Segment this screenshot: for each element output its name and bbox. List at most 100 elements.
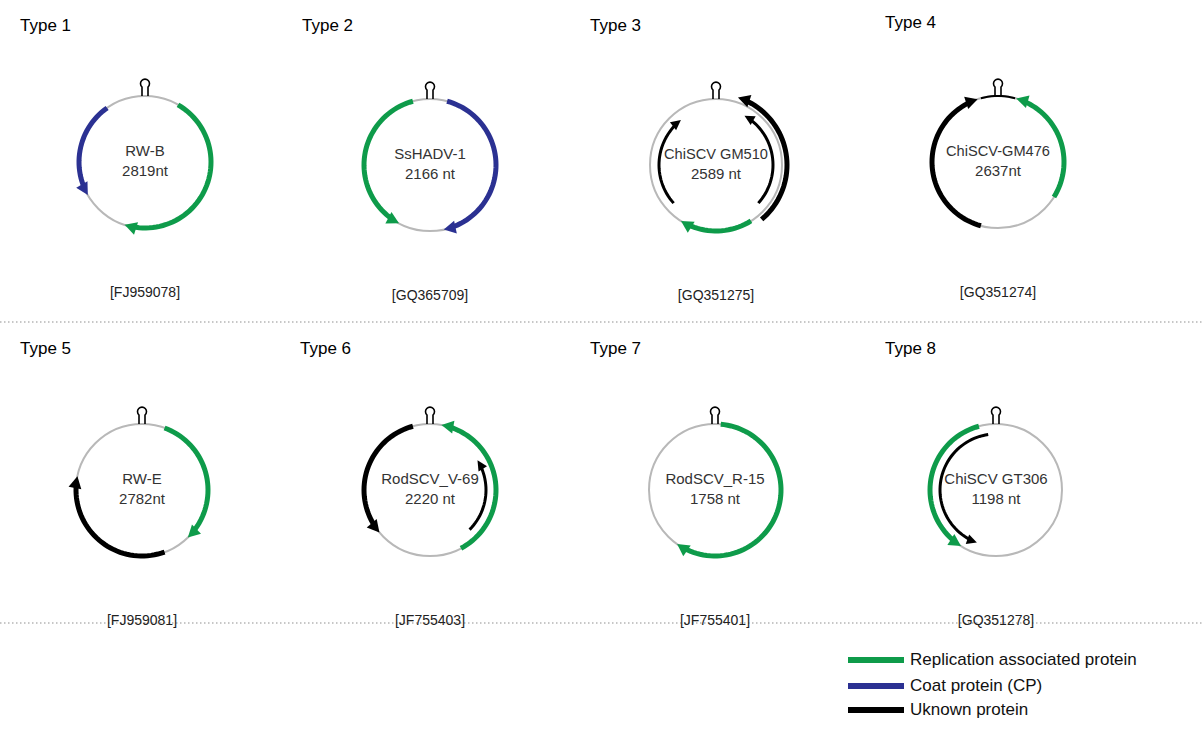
gene-arc — [449, 427, 496, 548]
accession-number: [JF755403] — [395, 612, 465, 628]
accession-number: [FJ959081] — [107, 612, 177, 628]
genome-size: 2637nt — [975, 162, 1021, 179]
type-label: Type 2 — [302, 16, 353, 36]
gene-arc — [447, 101, 496, 227]
genome-map-panel: Type 7 RodSCV_R-15 1758 nt [JF755401] — [570, 339, 860, 639]
genome-map-panel: Type 2 SsHADV-1 2166 nt [GQ365709] — [285, 16, 575, 316]
separator-line — [0, 321, 1202, 322]
gene-arrowhead — [385, 212, 399, 223]
genome-map — [649, 407, 781, 556]
type-label: Type 6 — [300, 339, 351, 359]
gene-arrowhead — [670, 120, 681, 130]
genome-circle — [79, 96, 211, 228]
genome-circle — [364, 424, 496, 556]
gene-arc — [79, 108, 107, 188]
genome-circle — [649, 424, 781, 556]
genome-circle — [932, 96, 1064, 228]
gene-arc — [932, 102, 981, 226]
genome-map — [650, 82, 787, 233]
legend-swatch — [848, 707, 904, 713]
gene-arrowhead — [441, 421, 454, 434]
accession-number: [GQ351275] — [678, 287, 754, 303]
genome-map — [364, 407, 496, 556]
genome-name: RW-B — [125, 142, 164, 159]
genome-size: 2589 nt — [691, 165, 741, 182]
legend-text: Uknown protein — [910, 700, 1028, 720]
gene-arc — [76, 484, 165, 556]
genome-size: 2782nt — [119, 490, 165, 507]
gene-arrowhead — [966, 535, 977, 544]
gene-arc — [659, 125, 675, 203]
genome-map-panel: Type 4 ChiSCV-GM476 2637nt [GQ351274] — [853, 13, 1143, 313]
genome-map-panel: Type 8 ChiSCV GT306 1198 nt [GQ351278] — [851, 339, 1141, 639]
legend-text: Replication associated protein — [910, 650, 1137, 670]
type-label: Type 7 — [590, 339, 641, 359]
gene-arrowhead — [681, 221, 695, 233]
gene-arc — [165, 428, 208, 532]
genome-size: 2819nt — [122, 162, 168, 179]
gene-arrowhead — [738, 95, 751, 107]
genome-circle — [930, 424, 1062, 556]
gene-arc — [981, 96, 1015, 98]
gene-arc — [688, 221, 751, 231]
genome-map-panel: Type 3 ChiSCV GM510 2589 nt [GQ351275] — [571, 16, 861, 316]
gene-arrowhead — [444, 221, 457, 234]
type-label: Type 5 — [20, 339, 71, 359]
legend-text: Coat protein (CP) — [910, 676, 1042, 696]
stem-loop — [141, 79, 150, 96]
genome-map — [69, 407, 208, 556]
genome-name: ChiSCV-GM476 — [946, 143, 1050, 160]
gene-arrowhead — [1016, 96, 1029, 108]
gene-arrowhead — [76, 181, 88, 195]
genome-name: SsHADV-1 — [394, 145, 466, 162]
gene-arc — [751, 120, 773, 203]
stem-loop — [426, 407, 435, 424]
genome-map — [930, 407, 1062, 556]
legend-swatch — [848, 683, 904, 689]
stem-loop — [138, 407, 147, 424]
genome-map-panel: Type 6 RodSCV_V-69 2220 nt [JF755403] — [285, 339, 575, 639]
genome-size: 1758 nt — [690, 490, 740, 507]
type-label: Type 4 — [885, 13, 936, 33]
genome-size: 1198 nt — [972, 490, 1021, 507]
stem-loop — [426, 82, 435, 99]
accession-number: [GQ365709] — [392, 287, 468, 303]
legend-swatch — [848, 657, 904, 663]
genome-map-panel: Type 1 RW-B 2819nt [FJ959078] — [0, 16, 290, 316]
gene-arrowhead — [964, 97, 977, 109]
genome-name: ChiSCV GM510 — [664, 146, 768, 163]
gene-arrowhead — [677, 544, 691, 556]
genome-name: ChiSCV GT306 — [944, 470, 1047, 487]
type-label: Type 3 — [590, 16, 641, 36]
stem-loop — [712, 82, 721, 99]
genome-map — [364, 82, 496, 233]
genome-size: 2166 nt — [405, 165, 455, 182]
genome-map — [932, 79, 1064, 228]
gene-arrowhead — [69, 476, 82, 489]
accession-number: [JF755401] — [680, 612, 750, 628]
accession-number: [GQ351278] — [958, 612, 1034, 628]
stem-loop — [994, 79, 1003, 96]
gene-arrowhead — [947, 534, 961, 546]
gene-arrowhead — [477, 460, 487, 471]
genome-circle — [76, 424, 208, 556]
genome-circle — [364, 99, 496, 231]
genome-map — [76, 79, 211, 235]
genome-name: RodSCV_R-15 — [665, 470, 764, 487]
genome-name: RW-E — [122, 470, 161, 487]
type-label: Type 1 — [20, 16, 71, 36]
accession-number: [GQ351274] — [960, 284, 1036, 300]
genome-circle — [650, 99, 782, 231]
type-label: Type 8 — [885, 339, 936, 359]
gene-arrowhead — [125, 222, 138, 234]
genome-name: RodSCV_V-69 — [381, 470, 479, 487]
genome-size: 2220 nt — [405, 490, 455, 507]
stem-loop — [992, 407, 1001, 424]
gene-arrowhead — [367, 519, 380, 532]
genome-map-panel: Type 5 RW-E 2782nt [FJ959081] — [0, 339, 287, 639]
gene-arrowhead — [745, 116, 756, 125]
stem-loop — [711, 407, 720, 424]
gene-arrowhead — [188, 524, 201, 537]
gene-arc — [684, 424, 781, 556]
accession-number: [FJ959078] — [110, 284, 180, 300]
